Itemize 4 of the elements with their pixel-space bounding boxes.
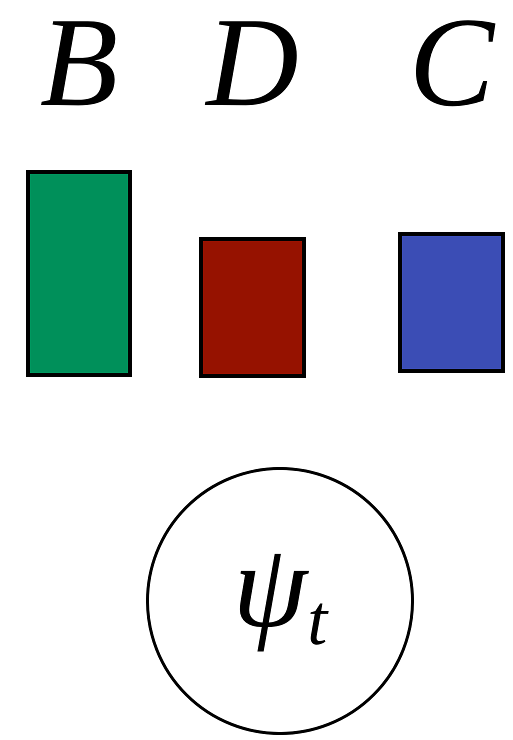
letter-label: B — [38, 2, 120, 122]
letter-label: C — [408, 2, 496, 122]
symbol-circle: ψ$_{t}$ — [146, 467, 414, 735]
letter-label: D — [204, 2, 300, 122]
